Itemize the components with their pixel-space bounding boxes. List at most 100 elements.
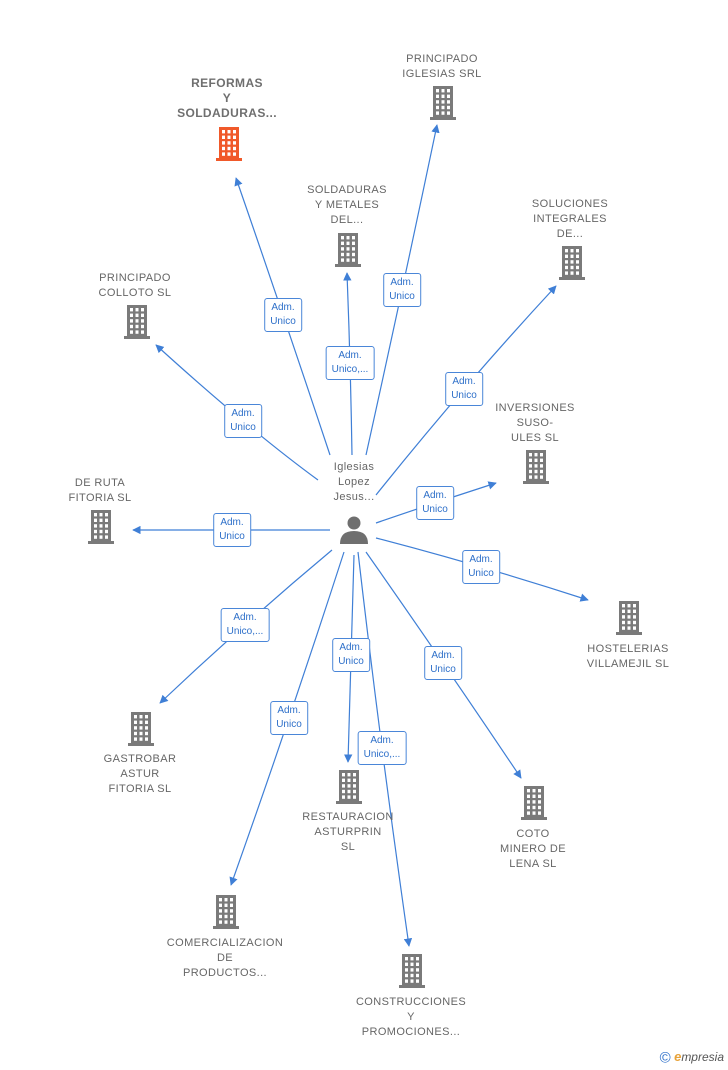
building-icon: [124, 305, 150, 339]
footer-watermark: © empresia: [660, 1049, 724, 1066]
company-label-soldaduras-metales[interactable]: SOLDADURAS Y METALES DEL...: [307, 183, 387, 228]
role-badge-line: Adm.: [390, 277, 414, 288]
company-label-line: Y: [222, 91, 232, 105]
company-label-line: DE RUTA: [74, 477, 126, 489]
company-label-line: GASTROBAR: [103, 753, 177, 765]
role-badge-line: Unico: [276, 719, 302, 730]
role-badge-restauracion-asturprin[interactable]: Adm. Unico: [332, 638, 370, 672]
company-label-line: RESTAURACION: [302, 811, 394, 823]
company-label-line: MINERO DE: [500, 843, 566, 855]
company-label-line: FITORIA SL: [68, 492, 132, 504]
building-icon: [336, 770, 362, 804]
role-badge-line: Unico: [451, 390, 477, 401]
company-label-line: DEL...: [330, 214, 364, 226]
role-badge-line: Unico,...: [226, 626, 264, 637]
role-badge-principado-colloto[interactable]: Adm. Unico: [224, 404, 262, 438]
role-badge-line: Adm.: [469, 554, 493, 565]
company-label-inversiones-susoules[interactable]: INVERSIONES SUSO- ULES SL: [495, 401, 575, 446]
role-badge-line: Adm.: [233, 612, 257, 623]
brand-logo-initial: e: [674, 1048, 682, 1064]
building-icon: [216, 127, 242, 161]
building-icon: [88, 510, 114, 544]
building-icon: [430, 86, 456, 120]
company-label-line: ULES SL: [510, 432, 560, 444]
building-icon: [335, 233, 361, 267]
company-label-restauracion-asturprin[interactable]: RESTAURACION ASTURPRIN SL: [302, 810, 393, 855]
role-badge-coto-minero[interactable]: Adm. Unico: [424, 646, 462, 680]
building-icon: [523, 450, 549, 484]
building-icon: [616, 601, 642, 635]
company-label-line: LENA SL: [509, 858, 557, 870]
company-label-line: DE: [216, 952, 234, 964]
company-label-line: FITORIA SL: [108, 783, 172, 795]
company-label-de-ruta-fitoria[interactable]: DE RUTA FITORIA SL: [68, 476, 131, 506]
company-label-line: SOLUCIONES: [531, 198, 609, 210]
role-badge-line: Adm.: [277, 705, 301, 716]
building-icon: [399, 954, 425, 988]
role-badge-line: Unico: [430, 664, 456, 675]
role-badge-line: Adm.: [431, 650, 455, 661]
role-badge-line: Unico: [230, 422, 256, 433]
company-label-line: SOLDADURAS: [307, 184, 387, 196]
person-icon: [340, 516, 368, 544]
role-badge-line: Unico: [338, 656, 364, 667]
company-label-gastrobar-astur[interactable]: GASTROBAR ASTUR FITORIA SL: [104, 752, 177, 797]
role-badge-line: Adm.: [231, 408, 255, 419]
person-name-label: Iglesias Lopez Jesus...: [333, 461, 375, 503]
role-badge-line: Adm.: [370, 735, 394, 746]
company-label-line: CONSTRUCCIONES: [355, 996, 467, 1008]
role-badge-line: Unico: [389, 291, 415, 302]
role-badge-line: Adm.: [220, 517, 244, 528]
role-badge-reformas[interactable]: Adm. Unico: [264, 298, 302, 332]
company-label-soluciones-integrales[interactable]: SOLUCIONES INTEGRALES DE...: [532, 197, 608, 242]
building-icon: [559, 246, 585, 280]
role-badge-soluciones-integrales[interactable]: Adm. Unico: [445, 372, 483, 406]
company-label-line: Y METALES: [314, 199, 380, 211]
company-label-line: REFORMAS: [191, 76, 263, 90]
company-label-hostelerias-villamejil[interactable]: HOSTELERIAS VILLAMEJIL SL: [587, 642, 669, 672]
role-badge-construcciones[interactable]: Adm. Unico,...: [357, 731, 407, 765]
company-label-line: VILLAMEJIL SL: [586, 658, 670, 670]
role-badge-hostelerias-villamejil[interactable]: Adm. Unico: [462, 550, 500, 584]
copyright-icon: ©: [659, 1049, 671, 1066]
company-label-line: SOLDADURAS...: [177, 106, 277, 120]
company-label-principado-iglesias[interactable]: PRINCIPADO IGLESIAS SRL: [402, 52, 481, 82]
role-badge-comercializacion[interactable]: Adm. Unico: [270, 701, 308, 735]
role-badge-line: Adm.: [423, 490, 447, 501]
company-label-line: INVERSIONES: [495, 402, 575, 414]
role-badge-line: Unico: [422, 504, 448, 515]
company-label-line: ASTUR: [120, 768, 160, 780]
role-badge-line: Adm.: [271, 302, 295, 313]
brand-logo-text: mpresia: [681, 1049, 724, 1064]
role-badge-gastrobar-astur[interactable]: Adm. Unico,...: [220, 608, 270, 642]
role-badge-line: Adm.: [339, 642, 363, 653]
company-label-line: SL: [340, 841, 356, 853]
company-label-line: IGLESIAS SRL: [402, 68, 482, 80]
role-badge-soldaduras-metales[interactable]: Adm. Unico,...: [325, 346, 375, 380]
role-badge-inversiones-susoules[interactable]: Adm. Unico: [416, 486, 454, 520]
company-label-line: ASTURPRIN: [314, 826, 382, 838]
company-label-principado-colloto[interactable]: PRINCIPADO COLLOTO SL: [99, 271, 172, 301]
role-badge-principado-iglesias[interactable]: Adm. Unico: [383, 273, 421, 307]
role-badge-line: Adm.: [338, 350, 362, 361]
company-label-line: INTEGRALES: [533, 213, 607, 225]
company-label-line: DE...: [556, 228, 584, 240]
company-label-line: PRINCIPADO: [406, 53, 478, 65]
role-badge-line: Unico: [270, 316, 296, 327]
role-badge-line: Unico,...: [363, 749, 401, 760]
company-label-line: PRINCIPADO: [99, 272, 171, 284]
company-label-line: SUSO-: [516, 417, 554, 429]
company-label-line: PROMOCIONES...: [361, 1026, 461, 1038]
role-badge-line: Adm.: [452, 376, 476, 387]
company-label-line: COLLOTO SL: [98, 287, 172, 299]
company-label-line: HOSTELERIAS: [587, 643, 669, 655]
role-badge-de-ruta-fitoria[interactable]: Adm.Unico: [213, 513, 251, 547]
role-badge-line: Unico: [468, 568, 494, 579]
company-label-line: COMERCIALIZACION: [166, 937, 284, 949]
role-badge-line: Unico,...: [331, 364, 369, 375]
